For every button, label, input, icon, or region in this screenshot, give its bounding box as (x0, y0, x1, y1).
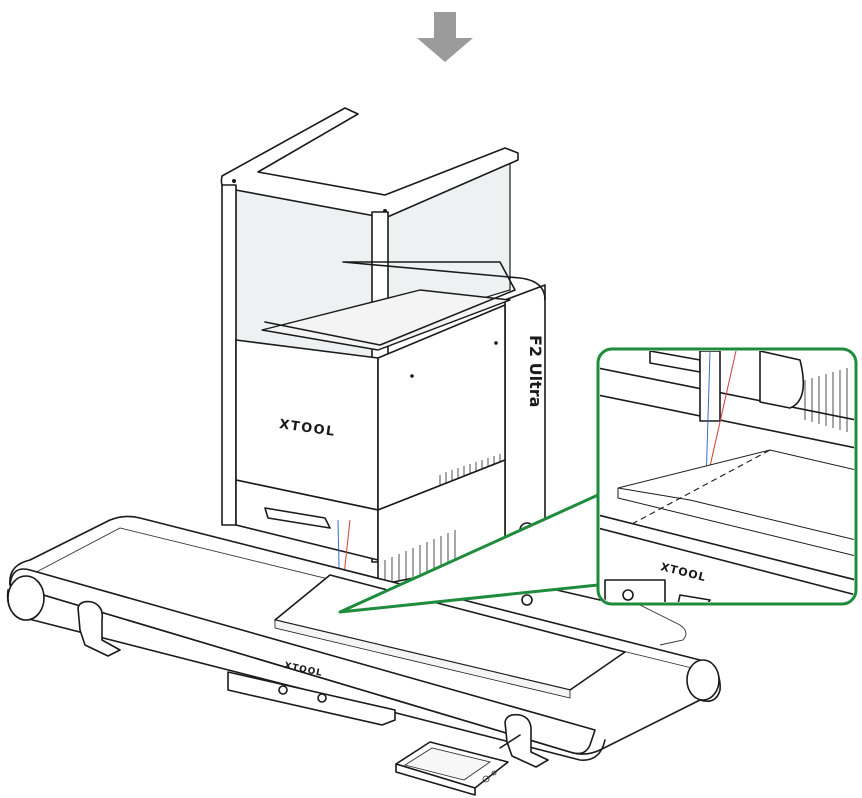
belt-front-rail (9, 568, 596, 755)
side-knob-lower (521, 594, 533, 606)
belt-right-leg (504, 713, 549, 768)
belt-left-roller (7, 575, 45, 621)
belt-bottom-box (227, 671, 396, 726)
control-panel-icon (395, 734, 521, 796)
down-arrow-icon (417, 12, 473, 62)
body-side (504, 284, 546, 561)
belt-left-leg (77, 600, 121, 657)
callout-vents (804, 368, 848, 432)
belt-right-roller (686, 659, 720, 701)
zoom-callout: XTOOL (338, 347, 858, 614)
laser-machine: XTOOL F2 Ultra (220, 107, 546, 613)
lid-top (261, 289, 511, 351)
machine-side-logo: F2 Ultra (526, 335, 545, 407)
left-post (221, 184, 237, 526)
